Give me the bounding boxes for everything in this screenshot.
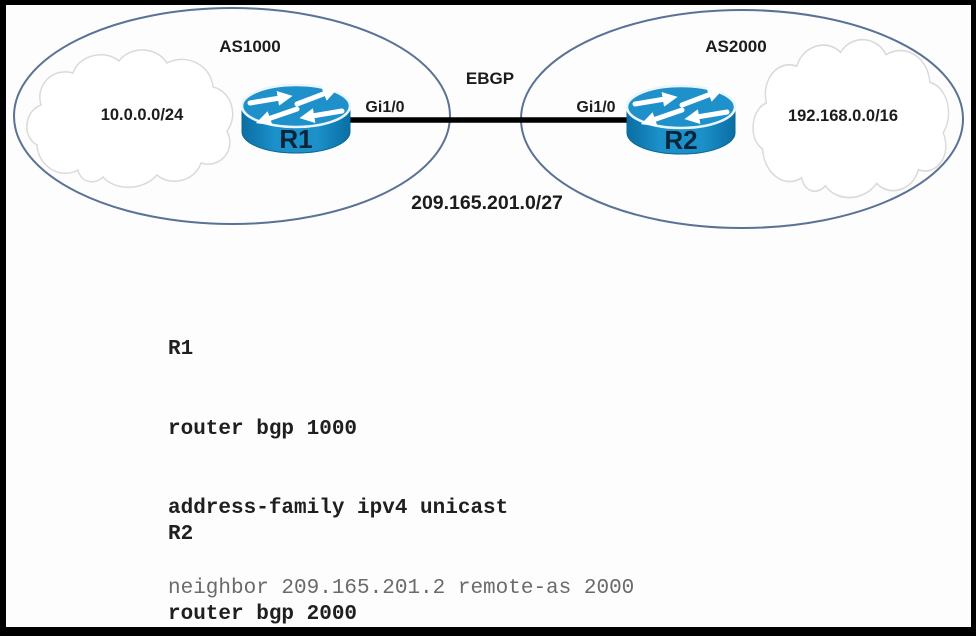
right-network-label: 192.168.0.0/16	[788, 107, 898, 125]
r2-interface-label: Gi1/0	[576, 99, 615, 116]
config-line: neighbor 209.165.201.2 remote-as 2000	[168, 576, 635, 600]
router-r1-name: R1	[279, 124, 312, 154]
as1000-label: AS1000	[219, 37, 280, 56]
config-line: address-family ipv4 unicast	[168, 497, 509, 520]
as1000-boundary-ellipse	[13, 7, 451, 225]
link-subnet-label: 209.165.201.0/27	[411, 192, 563, 214]
config-device-title: R1	[168, 338, 194, 361]
as2000-label: AS2000	[705, 37, 766, 56]
router-r2-name: R2	[664, 125, 697, 155]
left-network-label: 10.0.0.0/24	[101, 106, 184, 124]
ebgp-protocol-label: EBGP	[466, 69, 514, 88]
config-device-title: R2	[168, 523, 194, 546]
network-topology-diagram: AS1000 AS2000 10.0.0.0/24 192.168.0.0/16…	[13, 7, 964, 229]
config-line: router bgp 1000	[168, 417, 358, 441]
r1-config-block: R1 router bgp 1000 address-family ipv4 u…	[168, 284, 635, 627]
r1-interface-label: Gi1/0	[365, 99, 404, 116]
config-line: router bgp 2000	[168, 602, 358, 626]
r2-config-block: R2 router bgp 2000 address-family ipv4 u…	[168, 469, 634, 627]
